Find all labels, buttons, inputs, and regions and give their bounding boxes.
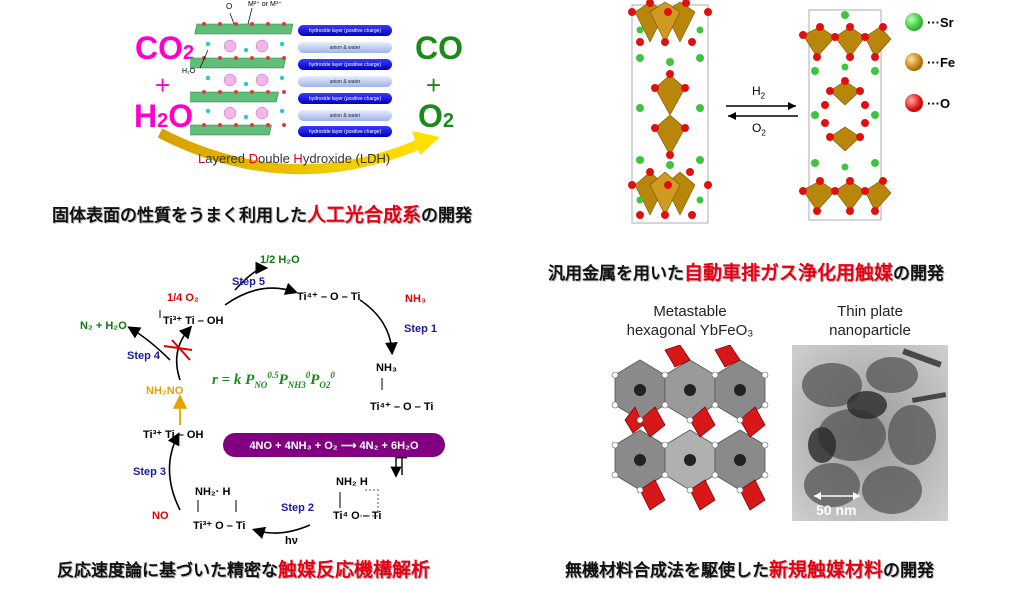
nh2-h-right: NH₂ H bbox=[336, 476, 368, 488]
step-3: Step 3 bbox=[133, 466, 167, 478]
ldh-structure bbox=[190, 7, 294, 136]
h2-o2-arrows bbox=[726, 102, 798, 120]
ldh-layer: hydroxide layer (positive charge) bbox=[298, 93, 392, 104]
caption-new-materials: 無機材料合成法を駆使した新規触媒材料の開発 bbox=[565, 559, 935, 581]
n2-h2o: N₂ + H₂O bbox=[80, 320, 127, 332]
ldh-layer: hydroxide layer (positive charge) bbox=[298, 59, 392, 70]
co2-label: CO2 bbox=[135, 30, 195, 66]
label-metal: M²⁺ or M³⁺ bbox=[248, 1, 282, 8]
nh3-gas: NH₃ bbox=[405, 293, 426, 305]
ti4-o-ti-right: Ti⁴⁺ – O – Ti bbox=[370, 401, 434, 413]
ldh-caption: Layered Double Hydroxide (LDH) bbox=[198, 151, 391, 166]
label-h2o: H₂O bbox=[182, 68, 196, 75]
scale-label: 50 nm bbox=[816, 502, 857, 518]
ldh-layer: hydroxide layer (positive charge) bbox=[298, 126, 392, 137]
nh3-adsorbed: NH₃ bbox=[376, 362, 397, 374]
step-4: Step 4 bbox=[127, 350, 161, 362]
ti4-o-ti-bottom: Ti⁴ O – Ti bbox=[333, 510, 382, 522]
legend-fe-label: ···Fe bbox=[927, 55, 956, 70]
ti3-ti-oh-top: Ti³⁺ Ti – OH bbox=[163, 315, 224, 327]
nh2no: NH₂NO bbox=[146, 385, 184, 397]
caption-exhaust-catalyst: 汎用金属を用いた自動車排ガス浄化用触媒の開発 bbox=[548, 262, 945, 284]
ti4-o-ti-top: Ti⁴⁺ – O – Ti bbox=[297, 291, 361, 303]
ldh-layer: anion & water bbox=[298, 110, 392, 121]
caption-photosynthesis: 固体表面の性質をうまく利用した人工光合成系の開発 bbox=[52, 204, 473, 226]
quarter-o2: 1/4 O₂ bbox=[167, 292, 199, 304]
half-h2o: 1/2 H₂O bbox=[260, 254, 300, 266]
h2o-label: H2O bbox=[134, 98, 194, 134]
overall-reaction-banner: 4NO + 4NH₃ + O₂ ⟶ 4N₂ + 6H₂O bbox=[223, 433, 445, 457]
step-5: Step 5 bbox=[232, 276, 266, 288]
label-metastable: Metastable hexagonal YbFeO₃ bbox=[626, 303, 754, 339]
o2-label: O2 bbox=[418, 98, 455, 134]
reaction-arrow bbox=[157, 128, 440, 175]
arrow-o2: O2 bbox=[752, 121, 766, 138]
no-gas: NO bbox=[152, 510, 169, 522]
legend-sr-label: ···Sr bbox=[927, 15, 954, 30]
nh2-radical: NH₂· H bbox=[195, 486, 231, 498]
label-o: O bbox=[226, 2, 233, 11]
crystal-structure-right bbox=[799, 9, 892, 221]
ldh-layer: anion & water bbox=[298, 42, 392, 53]
legend-sr-dot bbox=[905, 13, 923, 31]
legend-fe-dot bbox=[905, 53, 923, 71]
ti3-o-ti: Ti³⁺ O – Ti bbox=[193, 520, 246, 532]
co-label: CO bbox=[415, 30, 463, 66]
caption-mechanism: 反応速度論に基づいた精密な触媒反応機構解析 bbox=[57, 559, 431, 581]
overall-reaction: 4NO + 4NH₃ + O₂ ⟶ 4N₂ + 6H₂O bbox=[249, 439, 419, 452]
rate-equation: r = k PNO0.5PNH30PO20 bbox=[212, 370, 335, 390]
hv-label: hν bbox=[285, 535, 298, 547]
mechanism-arrows bbox=[127, 261, 408, 540]
arrow-h2: H2 bbox=[752, 84, 766, 101]
legend-o-label: ···O bbox=[927, 96, 951, 111]
step-1: Step 1 bbox=[404, 323, 438, 335]
ti3-ti-oh-mid: Ti³⁺ Ti – OH bbox=[143, 429, 204, 441]
ldh-layer: anion & water bbox=[298, 76, 392, 87]
label-thin-plate: Thin plate nanoparticle bbox=[829, 303, 911, 339]
plus-left: + bbox=[155, 70, 171, 100]
step-2: Step 2 bbox=[281, 502, 315, 514]
ybfeo3-structure bbox=[605, 345, 775, 520]
legend-o-dot bbox=[905, 94, 923, 112]
ldh-layer: hydroxide layer (positive charge) bbox=[298, 25, 392, 36]
crystal-structure-left bbox=[628, 0, 712, 224]
plus-right: + bbox=[426, 70, 442, 100]
scale-bar bbox=[814, 492, 860, 500]
